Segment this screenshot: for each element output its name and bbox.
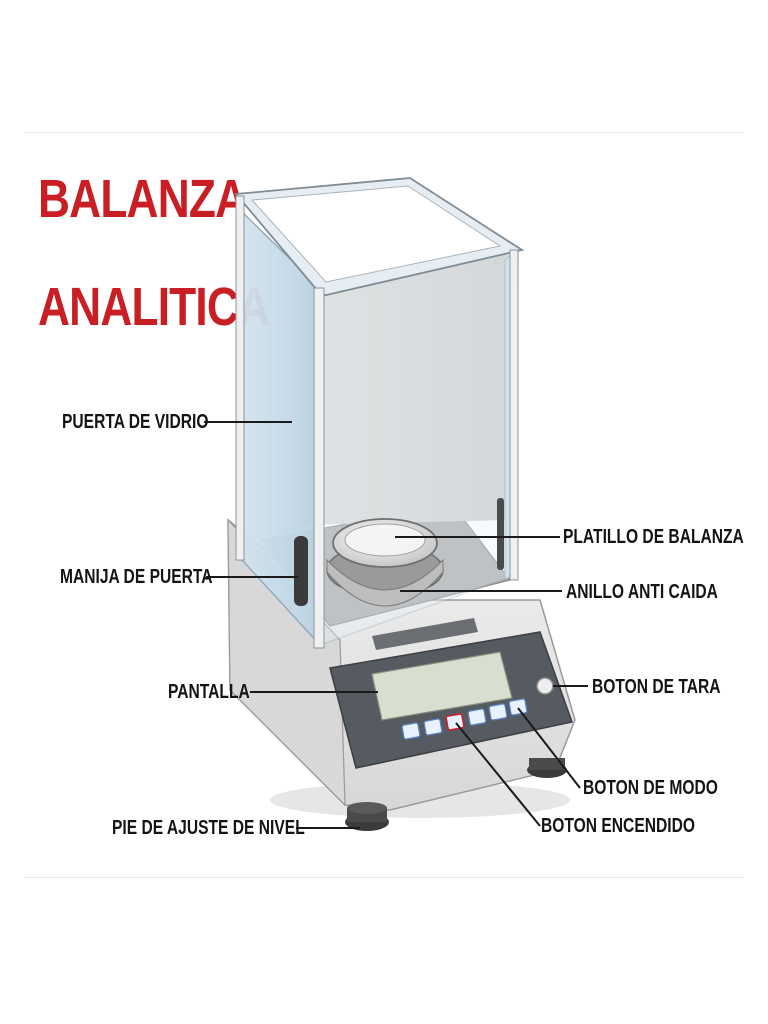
- frame-pillar-front: [313, 287, 325, 649]
- keypad-button-icon: [508, 698, 528, 716]
- label-display: PANTALLA: [168, 681, 250, 703]
- leader-mode-button: [517, 707, 581, 789]
- label-plate: [372, 618, 478, 650]
- frame-pillar-left: [235, 195, 245, 561]
- label-glass-door: PUERTA DE VIDRIO: [62, 411, 209, 433]
- chamber-back-wall: [300, 215, 512, 525]
- door-handle-right: [497, 498, 504, 570]
- frame-pillar-right: [509, 249, 519, 581]
- keypad-button-icon: [423, 718, 443, 736]
- keypad-button-icon: [401, 722, 421, 740]
- label-tare-button: BOTON DE TARA: [592, 676, 721, 698]
- title-line-1: BALANZA: [38, 169, 247, 229]
- label-weighing-pan: PLATILLO DE BALANZA: [563, 526, 744, 548]
- label-power-button: BOTON ENCENDIDO: [541, 815, 695, 837]
- label-draft-ring: ANILLO ANTI CAIDA: [566, 581, 718, 603]
- label-mode-button: BOTON DE MODO: [583, 777, 718, 799]
- leader-power-button: [455, 722, 541, 827]
- top-divider: [24, 132, 744, 133]
- label-door-handle: MANIJA DE PUERTA: [60, 566, 213, 588]
- keypad-button-icon: [445, 713, 465, 731]
- label-leveling-foot: PIE DE AJUSTE DE NIVEL: [112, 817, 305, 839]
- bottom-divider: [24, 877, 744, 878]
- title-line-2: ANALITICA: [38, 277, 270, 337]
- display-screen: [371, 651, 513, 721]
- keypad-button-icon: [488, 703, 508, 721]
- tare-button-icon: [536, 677, 554, 695]
- keypad-button-icon: [467, 708, 487, 726]
- door-handle-left: [294, 536, 308, 606]
